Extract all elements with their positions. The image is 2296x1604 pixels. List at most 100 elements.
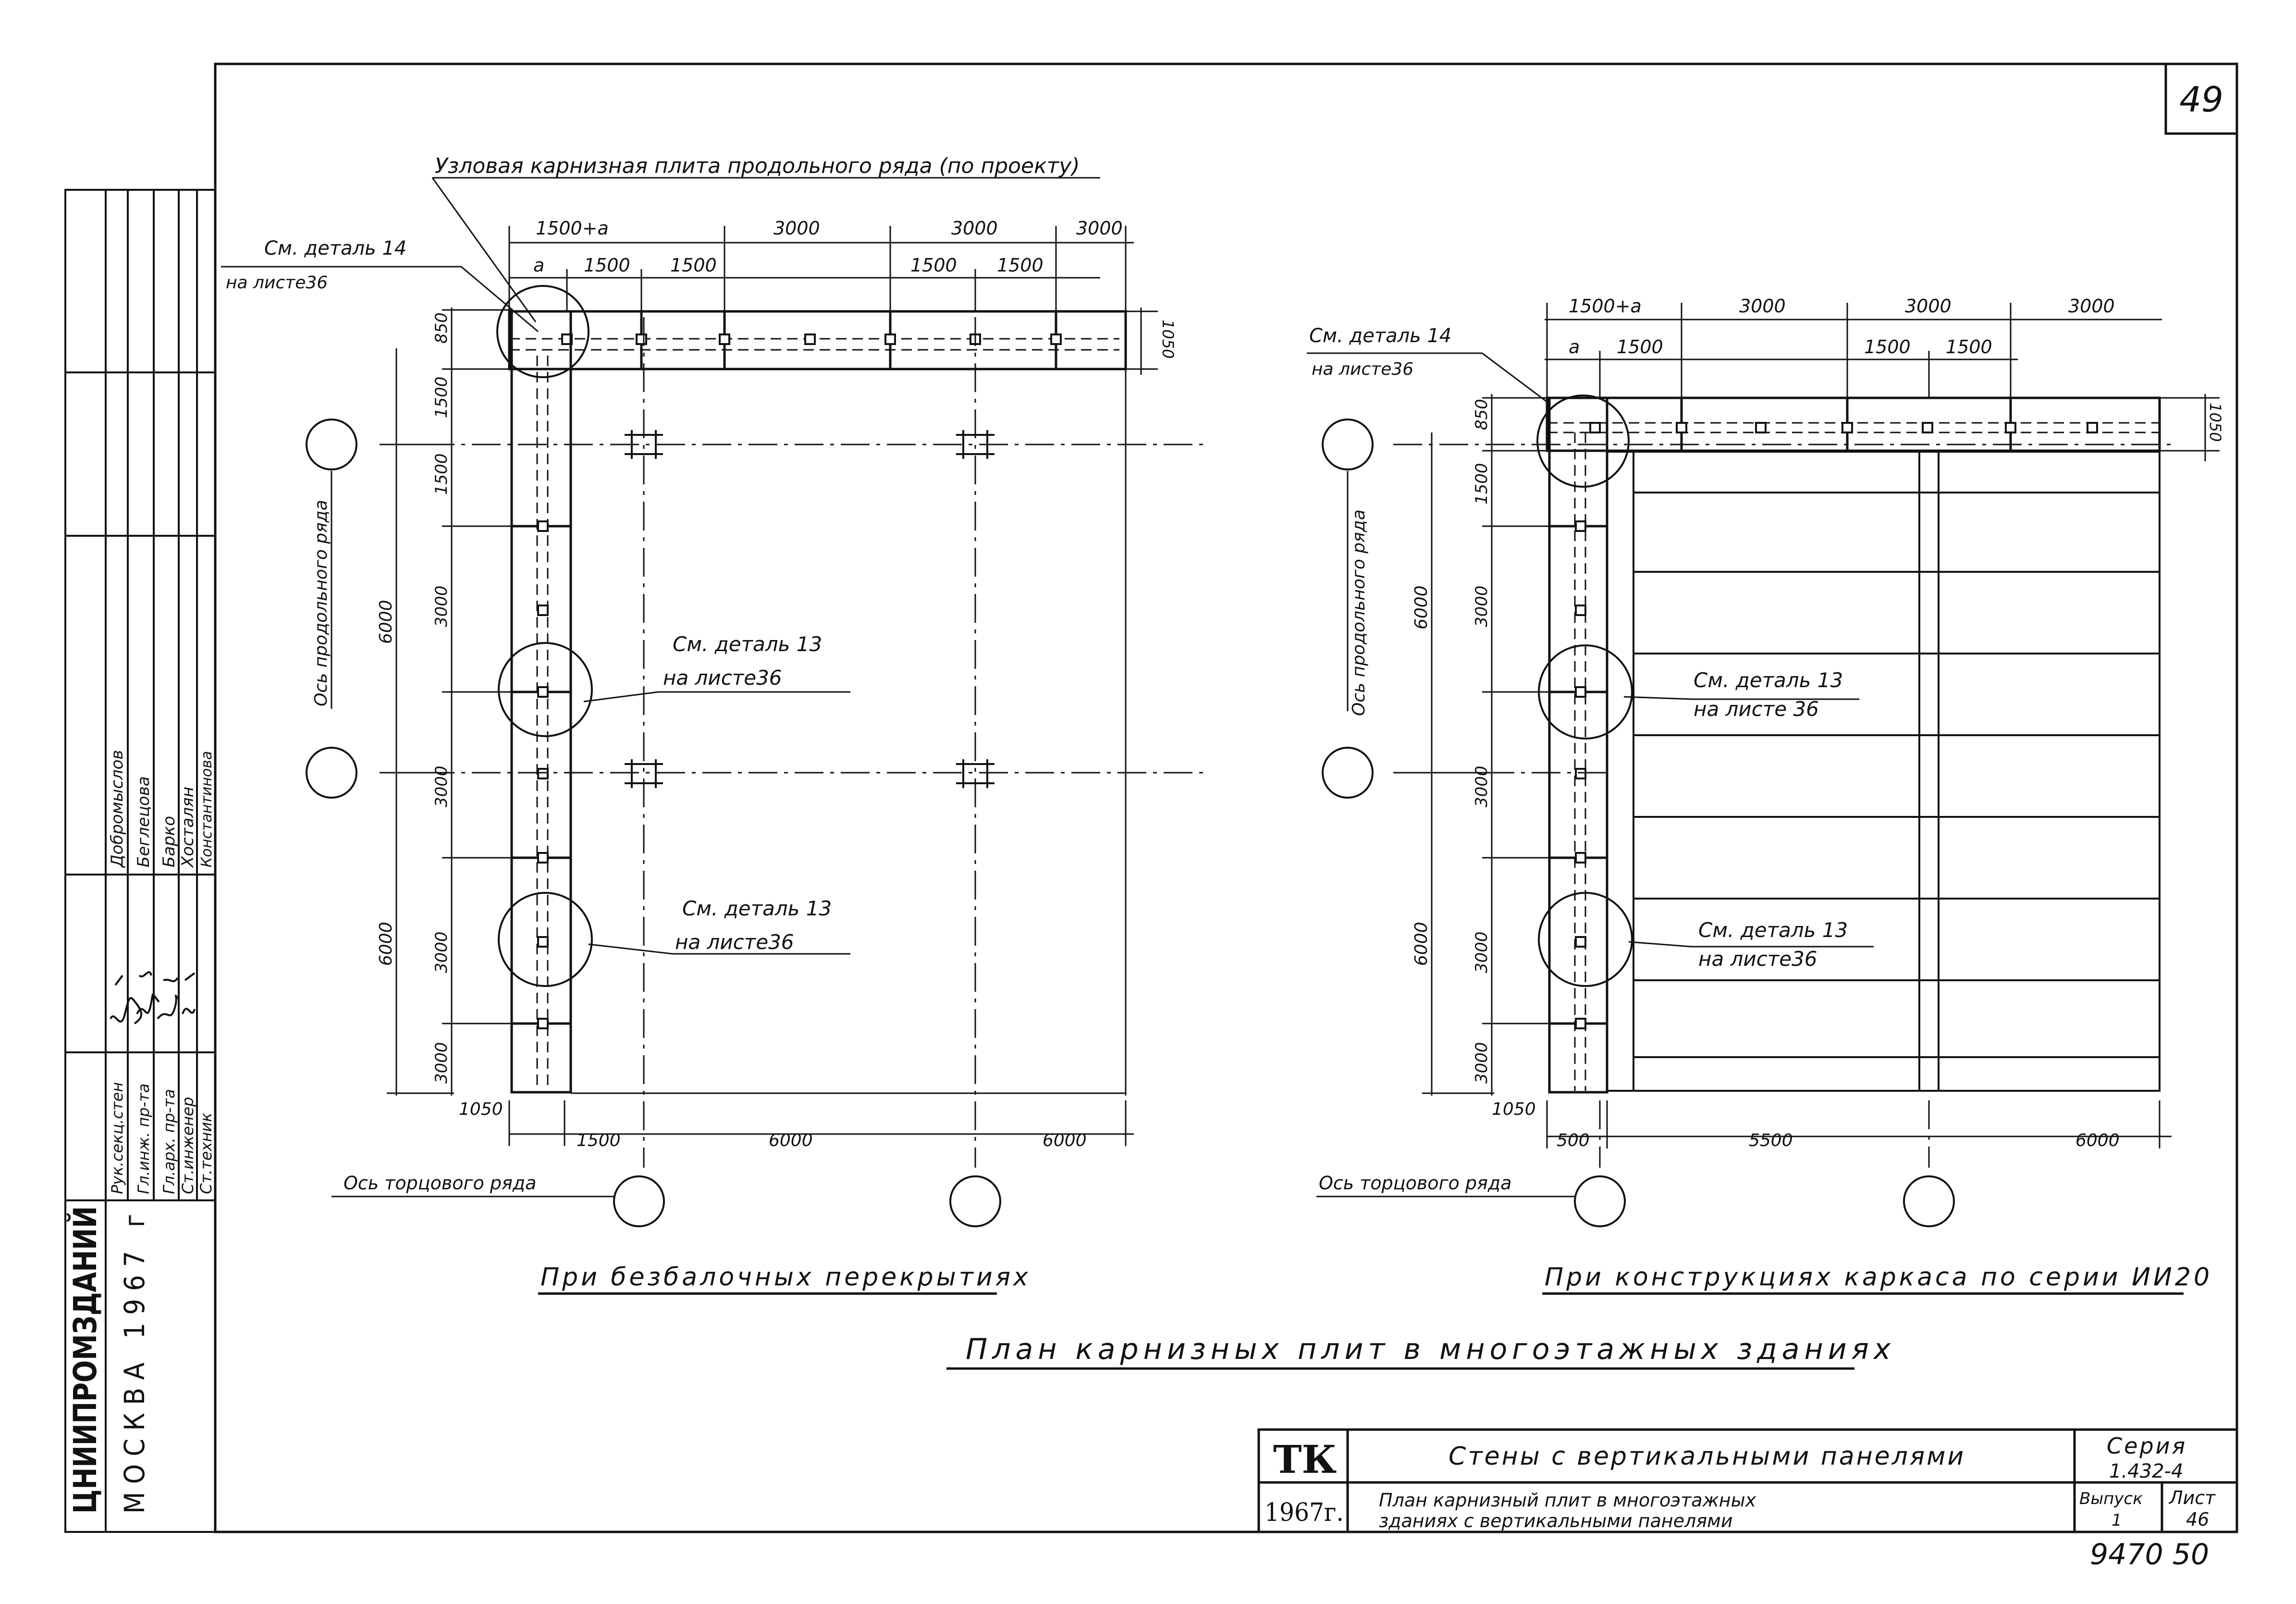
right-side-dim-2: 1500	[1472, 463, 1491, 505]
left-side-dim-2: 1500	[432, 376, 451, 418]
left-side-dim-3: 1500	[432, 453, 451, 495]
left-detail13b-l2: на листе36	[675, 930, 794, 954]
left-bottom-dim-4: 6000	[1043, 1131, 1087, 1150]
left-detail13a-circle	[498, 642, 593, 737]
right-detail13b-l2: на листе36	[1698, 947, 1817, 971]
right-top-dim2-3: 1500	[1864, 336, 1911, 358]
right-side-connectors	[1575, 520, 1586, 1029]
left-top-dim-3: 3000	[951, 218, 998, 239]
left-top-dim2-5: 1500	[997, 255, 1044, 276]
right-floor-panels	[1606, 451, 2161, 1092]
stamp-role-5: Ст.техник	[197, 1112, 215, 1194]
page-number: 49	[2179, 79, 2223, 120]
right-detail14-l1: См. деталь 14	[1309, 325, 1451, 347]
left-detail13b-circle	[498, 892, 593, 987]
right-right-dim: 1050	[2206, 403, 2224, 442]
left-detail14-circle	[496, 285, 589, 378]
right-axis-lines	[1393, 444, 2172, 1168]
bottom-numbers: 9470 50	[2090, 1538, 2209, 1571]
right-leaders	[1307, 352, 1874, 1197]
stamp-role-3: Гл.арх. пр-та	[160, 1089, 178, 1194]
stamp-name-3: Барко	[160, 816, 179, 867]
left-leaders	[221, 177, 1100, 1197]
left-detail14-l1: См. деталь 14	[264, 237, 406, 259]
right-top-dim-4: 3000	[2068, 296, 2115, 317]
left-plan-text: Узловая карнизная плита продольного ряда…	[226, 154, 1177, 1295]
left-side-dim-6: 3000	[432, 931, 451, 973]
right-top-dim2-1: а	[1569, 336, 1580, 358]
tb-subject: Стены с вертикальными панелями	[1449, 1442, 1965, 1471]
tb-issue-label: Выпуск	[2079, 1489, 2143, 1508]
tb-issue-value: 1	[2112, 1511, 2122, 1530]
left-bottom-dim-2: 1500	[577, 1131, 621, 1150]
right-axis-end-label: Ось торцового ряда	[1319, 1172, 1511, 1194]
stamp-name-2: Беглецова	[134, 776, 153, 867]
left-axis-lines	[380, 317, 1206, 1168]
left-detail13a-l1: См. деталь 13	[673, 632, 822, 656]
left-outer-dim-1: 6000	[376, 600, 396, 644]
stamp-role-1: Рук.секц.стен	[108, 1082, 126, 1194]
stamp-role-2: Гл.инж. пр-та	[135, 1084, 153, 1194]
stamp-role-4: Ст.инженер	[179, 1097, 197, 1194]
stamp-text: ЦНИИПРОМЗДАНИЙ МОСКВА 1967 г Рук.секц.ст…	[66, 750, 215, 1514]
left-right-dim: 1050	[1159, 320, 1177, 358]
right-top-connectors	[1589, 422, 2098, 433]
left-leader-top: Узловая карнизная плита продольного ряда…	[435, 154, 1080, 178]
drawing-frame	[214, 62, 2238, 1533]
tb-series-value: 1.432-4	[2109, 1460, 2183, 1482]
left-detail13b-l1: См. деталь 13	[682, 897, 832, 920]
left-dim-lines	[387, 226, 1158, 1146]
right-outer-dim-1: 6000	[1412, 585, 1431, 629]
right-caption: При конструкциях каркаса по серии ИИ20	[1545, 1263, 2212, 1292]
right-top-dim-2: 3000	[1739, 296, 1786, 317]
left-columns	[625, 430, 995, 788]
right-plan	[1307, 303, 2220, 1227]
left-bottom-dim-1: 1050	[459, 1099, 503, 1119]
left-top-dim-4: 3000	[1076, 218, 1123, 239]
right-detail13a-l1: См. деталь 13	[1694, 668, 1843, 692]
right-axis-long-label: Ось продольного ряда	[1349, 509, 1369, 716]
right-side-dim-1: 850	[1472, 399, 1491, 430]
right-side-slabs	[1548, 396, 1608, 1094]
right-side-dim-5: 3000	[1472, 931, 1491, 973]
signatures	[110, 971, 196, 1024]
left-axis-long-label: Ось продольного ряда	[311, 500, 331, 706]
left-outer-dim-2: 6000	[376, 922, 396, 966]
tb-series-label: Серия	[2107, 1433, 2187, 1459]
title-block-text: ТК 1967г. Стены с вертикальными панелями…	[1265, 1433, 2216, 1531]
left-caption: При безбалочных перекрытиях	[540, 1263, 1031, 1292]
left-top-dim-1: 1500+а	[536, 218, 609, 239]
tb-desc-2: зданиях с вертикальными панелями	[1379, 1510, 1733, 1531]
tb-sheet-label: Лист	[2168, 1487, 2216, 1508]
tb-tk: ТК	[1273, 1437, 1337, 1482]
tb-desc-1: План карнизный плит в многоэтажных	[1379, 1490, 1756, 1511]
right-bottom-dim-2: 500	[1557, 1131, 1590, 1150]
left-side-dim-5: 3000	[432, 765, 451, 807]
tb-sheet-value: 46	[2186, 1509, 2209, 1530]
left-axis-end-label: Ось торцового ряда	[344, 1172, 536, 1194]
left-side-connectors	[537, 520, 549, 1029]
page-number-box	[2164, 62, 2238, 135]
right-side-dim-6: 3000	[1472, 1042, 1491, 1084]
left-top-dim2-2: 1500	[584, 255, 630, 276]
right-detail13b-circle	[1538, 892, 1633, 987]
left-detail13a-l2: на листе36	[663, 666, 782, 690]
left-side-slabs	[510, 310, 572, 1094]
right-detail14-circle	[1536, 395, 1630, 488]
right-bottom-dim-1: 1050	[1492, 1099, 1536, 1119]
left-top-dim2-3: 1500	[670, 255, 717, 276]
left-detail14-l2: на листе36	[226, 273, 328, 293]
left-side-dim-1: 850	[432, 312, 451, 344]
left-top-slabs	[508, 310, 1127, 370]
right-side-dim-4: 3000	[1472, 765, 1491, 807]
main-title: План карнизных плит в многоэтажных здани…	[966, 1333, 1895, 1366]
right-outer-dim-2: 6000	[1412, 922, 1431, 966]
left-axis-circles	[306, 419, 1001, 1227]
right-top-dim-1: 1500+а	[1569, 296, 1642, 317]
stamp-name-5: Константинова	[198, 751, 215, 867]
left-top-dim2-1: а	[533, 255, 544, 276]
left-bottom-dim-3: 6000	[769, 1131, 813, 1150]
right-bottom-dim-3: 5500	[1749, 1131, 1793, 1150]
left-top-dim2-4: 1500	[910, 255, 957, 276]
